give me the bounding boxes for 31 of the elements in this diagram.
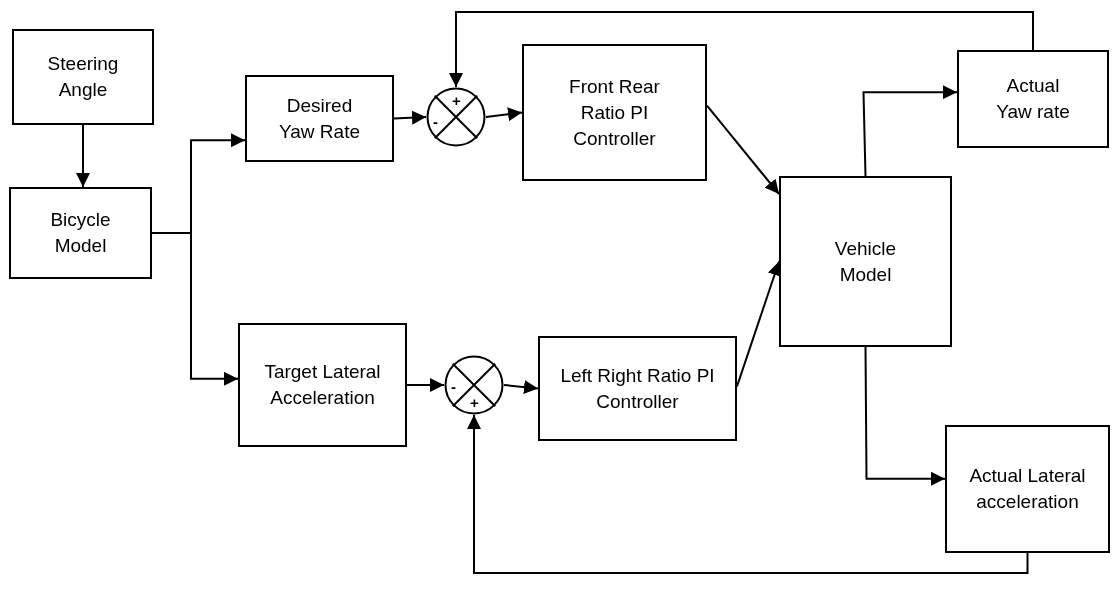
arrow	[862, 85, 958, 177]
process-box	[538, 336, 737, 441]
block-label: Left Right Ratio PI Controller	[559, 363, 716, 414]
arrow	[393, 110, 427, 125]
process-box	[245, 75, 394, 162]
process-box	[779, 176, 952, 347]
arrow	[76, 124, 90, 188]
summing-junction	[426, 87, 486, 147]
process-box	[12, 29, 154, 125]
arrow	[485, 107, 523, 122]
block-label: Actual Lateral acceleration	[968, 464, 1087, 514]
block-label: Desired Yaw Rate	[278, 93, 361, 144]
arrow	[706, 104, 780, 195]
process-box	[957, 50, 1109, 148]
block-label: Vehicle Model	[833, 236, 898, 287]
arrow	[503, 380, 539, 395]
arrow	[467, 414, 1029, 574]
arrow	[151, 232, 239, 386]
summing-junction	[444, 355, 504, 415]
block-label: Front Rear Ratio PI Controller	[568, 74, 661, 151]
block-label: Target Lateral Acceleration	[263, 360, 382, 410]
process-box	[9, 187, 152, 279]
block-label: Bicycle Model	[49, 208, 112, 258]
block-label: Actual Yaw rate	[995, 74, 1071, 124]
arrow	[449, 11, 1034, 88]
process-box	[238, 323, 407, 447]
process-box	[522, 44, 707, 181]
arrow	[864, 346, 946, 486]
block-label: Steering Angle	[46, 52, 120, 102]
arrow	[406, 378, 445, 392]
process-box	[945, 425, 1110, 553]
